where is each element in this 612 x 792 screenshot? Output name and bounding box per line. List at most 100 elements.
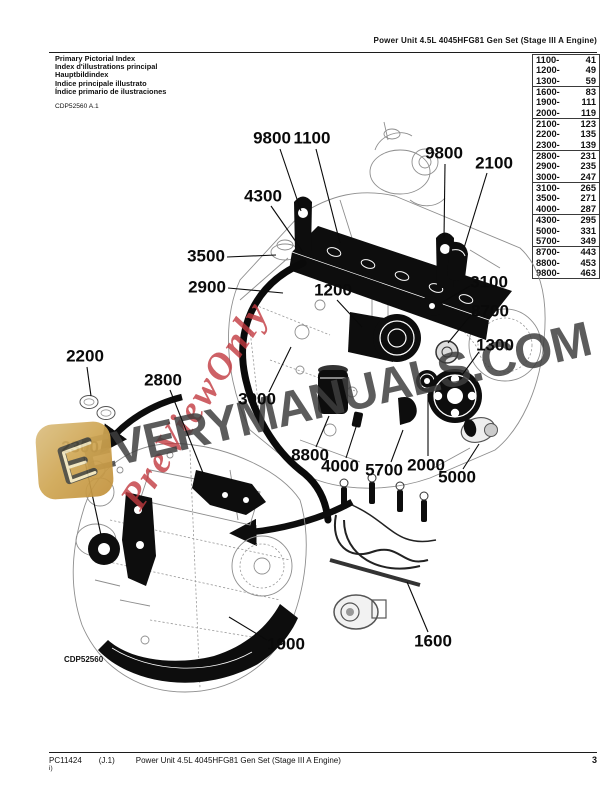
section-code: 8700-: [536, 247, 560, 258]
page-ref: 235: [580, 161, 596, 172]
index-table-row: 4300-295: [533, 215, 599, 225]
page-ref: 331: [580, 225, 596, 236]
figure-caption: CDP52560: [64, 655, 104, 664]
page-ref: 271: [580, 193, 596, 204]
index-table-row: 2300-139: [533, 140, 599, 150]
everymanuals-logo-icon: [35, 421, 114, 500]
page-ref: 119: [581, 107, 596, 118]
callout-label-4300: 4300: [244, 186, 282, 205]
section-code: 9800-: [536, 267, 560, 278]
callout-label-4000: 4000: [321, 456, 359, 475]
callout-label-3100: 3100: [470, 272, 508, 291]
index-table-row: 2100-123: [533, 119, 599, 129]
callout-leader-3000: [268, 346, 292, 393]
index-table-group: 8700- 443 8800- 453 9800- 463: [533, 247, 599, 278]
callout-label-1100: 1100: [294, 128, 331, 147]
index-title-line: Índice primario de ilustraciones: [55, 86, 167, 96]
section-code: 2900-: [536, 161, 560, 172]
page-ref: 349: [580, 235, 596, 246]
index-table-row: 2800-231: [533, 151, 599, 161]
callout-leader-4000: [345, 423, 358, 459]
index-table-row: 8800- 453: [533, 258, 599, 268]
header-rule: [49, 52, 597, 53]
callout-label-2200: 2200: [66, 346, 104, 365]
index-table-row: 1200-49: [533, 65, 599, 75]
index-table-row: 9800- 463: [533, 268, 599, 278]
callout-label-2800: 2800: [144, 370, 182, 389]
callout-label-2100: 2100: [475, 153, 513, 172]
callout-label-5000: 5000: [438, 467, 476, 486]
index-title-line: Hauptbildindex: [55, 70, 109, 80]
footer-revision: (J.1): [98, 756, 115, 765]
callout-leader-8700: [447, 314, 472, 344]
index-table-row: 1300- 59: [533, 76, 599, 86]
page-ref: 463: [580, 267, 596, 278]
page-ref: 443: [580, 247, 596, 258]
section-code: 1300-: [536, 75, 560, 86]
callout-leader-9800: [443, 163, 446, 239]
section-code: 5700-: [536, 235, 560, 246]
section-code: 2300-: [536, 139, 560, 150]
upper-engine-view: [228, 121, 546, 547]
callout-label-2000: 2000: [407, 455, 445, 474]
callout-leader-5000: [462, 443, 480, 470]
callout-leader-3500: [226, 254, 277, 258]
index-table-row: 2900- 235: [533, 161, 599, 171]
callout-label-9800: 9800: [425, 143, 463, 162]
page-ref: 59: [585, 75, 596, 86]
index-code: CDP52560 A.1: [55, 103, 99, 111]
callout-label-1300: 1300: [476, 335, 514, 354]
callout-label-3500: 3500: [187, 246, 225, 265]
section-code: 4300-: [536, 215, 560, 226]
page-ref: 231: [580, 151, 596, 162]
footer-page-number: 3: [591, 755, 597, 765]
callout-label-5700: 5700: [365, 460, 403, 479]
callout-label-3000: 3000: [238, 389, 276, 408]
page-ref: 135: [580, 129, 596, 140]
callout-label-2900: 2900: [188, 277, 226, 296]
page-ref: 123: [580, 119, 596, 130]
section-code: 8800-: [536, 257, 560, 268]
index-table-row: 1100- 41: [533, 55, 599, 65]
section-code: 2200-: [536, 129, 560, 140]
section-code: 1100-: [536, 55, 560, 65]
callout-leader-5700: [390, 429, 404, 463]
section-code: 2000-: [536, 107, 560, 118]
index-table-row: 5700- 349: [533, 236, 599, 246]
index-table-row: 4000- 287: [533, 204, 599, 214]
section-code: 1900-: [536, 97, 560, 108]
section-code: 3000-: [536, 171, 560, 182]
callout-leader-1300: [461, 351, 480, 376]
callout-leader-1900: [228, 616, 268, 641]
page-ref: 287: [580, 203, 596, 214]
callout-leader-9800: [279, 148, 302, 212]
callout-leader-1200: [336, 299, 363, 328]
index-title-line: Indice principale illustrato: [55, 78, 147, 88]
index-table-row: 3500-271: [533, 193, 599, 203]
footer-doc-code: PC11424: [49, 756, 82, 765]
section-code: 5000-: [536, 225, 560, 236]
callout-leader-1100: [315, 148, 341, 244]
index-table-row: 8700- 443: [533, 247, 599, 257]
footer-note: i): [49, 765, 53, 772]
callout-leader-4300: [270, 205, 304, 253]
index-table-row: 2200- 135: [533, 129, 599, 139]
page-ref: 41: [585, 55, 596, 65]
page-header-title: Power Unit 4.5L 4045HFG81 Gen Set (Stage…: [373, 36, 597, 45]
footer-rule: [49, 752, 597, 753]
section-code: 1600-: [536, 87, 560, 98]
callout-leader-8800: [315, 415, 330, 448]
page-ref: 453: [580, 257, 596, 268]
index-table-row: 3000-247: [533, 172, 599, 182]
section-code: 4000-: [536, 203, 560, 214]
